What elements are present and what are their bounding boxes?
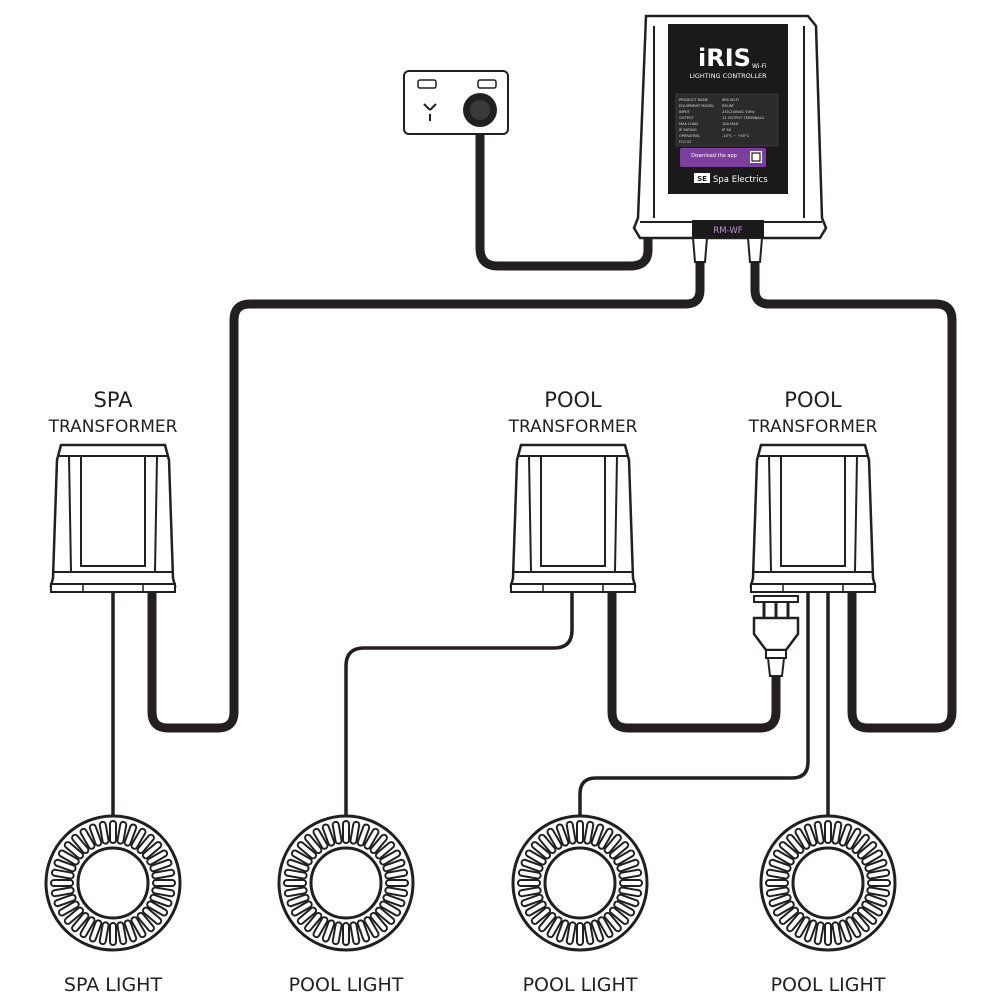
transformer-3 bbox=[749, 443, 877, 593]
spec-value: 10A MAX bbox=[722, 122, 739, 126]
transformer-1-title: SPA bbox=[93, 388, 133, 412]
qr-code-icon bbox=[750, 151, 762, 163]
light-leads bbox=[111, 590, 830, 832]
spec-key: MAX LOAD bbox=[679, 122, 698, 126]
iris-controller: iRIS Wi-Fi LIGHTING CONTROLLER PRODUCT N… bbox=[632, 14, 828, 263]
lead-pool-light-2 bbox=[578, 590, 810, 832]
light-1-label: SPA LIGHT bbox=[64, 974, 163, 996]
cable-controller-to-pool-transformer-2 bbox=[750, 257, 957, 733]
left-port-connector bbox=[691, 237, 709, 263]
maker-name: Spa Electrics bbox=[713, 175, 768, 185]
spec-key: OUTPUT bbox=[679, 116, 694, 120]
transformer-2-subtitle: TRANSFORMER bbox=[508, 417, 638, 437]
port-block bbox=[692, 220, 764, 238]
light-2-label: POOL LIGHT bbox=[289, 974, 404, 996]
maker-logo-icon bbox=[694, 173, 710, 183]
spec-value: 12 OUTPUT TERMINALS bbox=[722, 116, 765, 120]
mains-cable bbox=[475, 105, 653, 271]
spec-key: OPERATING bbox=[679, 134, 700, 138]
transformer-1-subtitle: TRANSFORMER bbox=[48, 417, 178, 437]
right-port-connector bbox=[746, 237, 764, 263]
cables bbox=[147, 105, 957, 733]
light-fixture-icon bbox=[44, 814, 182, 952]
spec-key: IP RATING bbox=[679, 128, 697, 132]
transformer-3-subtitle: TRANSFORMER bbox=[748, 417, 878, 437]
cable-controller-to-spa-transformer bbox=[147, 257, 705, 733]
spec-label bbox=[675, 93, 779, 147]
lead-pool-light-1 bbox=[344, 590, 574, 832]
spec-key: PRODUCT NAME bbox=[679, 98, 709, 102]
controller-subtitle: LIGHTING CONTROLLER bbox=[689, 72, 767, 80]
light-fixture-icon bbox=[759, 814, 897, 952]
transformers bbox=[49, 443, 877, 593]
maker-mark: SE bbox=[697, 175, 707, 183]
transformer-2-title: POOL bbox=[544, 388, 602, 412]
spec-key: EQUIPMENT MODEL bbox=[679, 104, 714, 108]
light-fixture-icon bbox=[277, 814, 415, 952]
spec-key: INPUT bbox=[679, 110, 691, 114]
download-text: Download the app bbox=[691, 153, 737, 159]
controller-brand-suffix: Wi-Fi bbox=[752, 63, 767, 70]
port-label: RM-WF bbox=[713, 226, 742, 236]
spec-value: RM-WF bbox=[722, 104, 734, 108]
transformer-2 bbox=[509, 443, 637, 593]
power-outlet-icon bbox=[403, 70, 509, 135]
transformer-3-title: POOL bbox=[784, 388, 842, 412]
lights bbox=[44, 814, 897, 952]
light-3-label: POOL LIGHT bbox=[523, 974, 638, 996]
light-4-label: POOL LIGHT bbox=[771, 974, 886, 996]
spec-rows: PRODUCT NAME IRIS WI-FI EQUIPMENT MODEL RM-… bbox=[679, 98, 765, 144]
cable-pool-transformer-1-to-plug bbox=[607, 587, 781, 733]
app-banner bbox=[680, 148, 766, 167]
spec-value: IP 56 bbox=[722, 128, 732, 132]
spec-value: IRIS WI-FI bbox=[722, 98, 739, 102]
plug-connector bbox=[752, 595, 800, 677]
spec-value: -10°C ~ +50°C bbox=[722, 134, 750, 138]
spec-key: FCC ID bbox=[679, 140, 691, 144]
light-fixture-icon bbox=[511, 814, 649, 952]
controller-brand: iRIS bbox=[698, 44, 751, 72]
spec-value: 230-240VAC 50Hz bbox=[722, 110, 755, 114]
transformer-1 bbox=[49, 443, 177, 593]
